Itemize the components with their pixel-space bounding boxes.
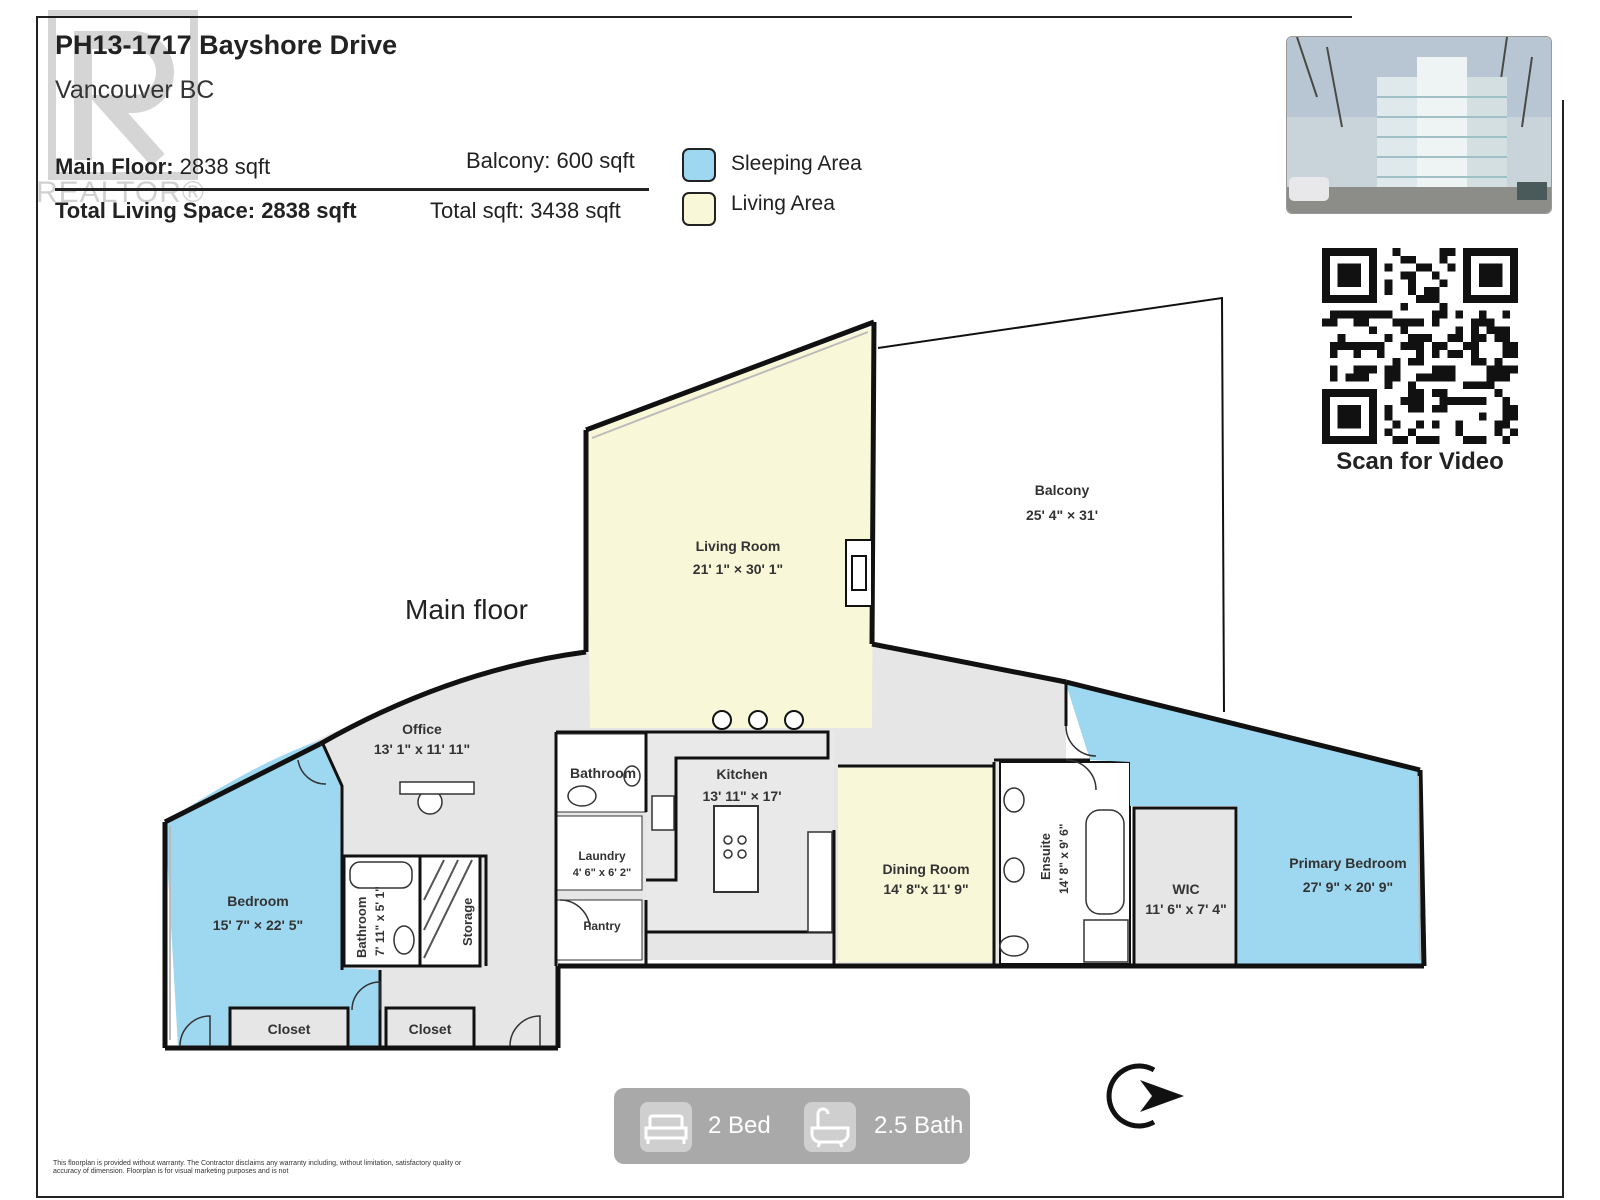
frame-top-line xyxy=(36,16,1352,18)
label-closet-right: Closet xyxy=(409,1021,452,1037)
dims-balcony: 25' 4" × 31' xyxy=(1026,507,1098,523)
main-floor-label: Main floor xyxy=(405,594,528,625)
pantry-area xyxy=(555,899,643,961)
total-living-label: Total Living Space: xyxy=(55,198,256,223)
dims-dining-room: 14' 8"x 11' 9" xyxy=(883,881,968,897)
label-kitchen: Kitchen xyxy=(716,766,767,782)
laundry-area xyxy=(555,815,643,891)
listing-title: PH13-1717 Bayshore Drive xyxy=(55,30,398,60)
label-storage: Storage xyxy=(460,898,475,946)
qr-code[interactable] xyxy=(1322,248,1518,444)
dims-ensuite: 14' 8" x 9' 6" xyxy=(1057,824,1071,894)
closet-left-area xyxy=(228,1006,350,1050)
legend-swatch-sleeping xyxy=(682,148,716,182)
total-living-value: 2838 sqft xyxy=(261,198,357,223)
label-closet-left: Closet xyxy=(268,1021,311,1037)
kitchen-sink xyxy=(651,795,675,831)
toilet-top xyxy=(567,785,597,807)
legend-label-living: Living Area xyxy=(731,192,835,215)
bedroom-area xyxy=(165,740,380,1046)
bathtub-ensuite xyxy=(1085,809,1125,915)
bed-count: 2 Bed xyxy=(708,1112,771,1139)
primary-bedroom-area xyxy=(1066,684,1424,966)
orientation-arrow-icon xyxy=(1106,1063,1184,1129)
label-wic: WIC xyxy=(1172,881,1199,897)
stats-divider xyxy=(55,188,649,191)
label-living-room: Living Room xyxy=(696,538,781,554)
side-toilet xyxy=(393,925,415,955)
ensuite-toilet xyxy=(999,935,1029,957)
ensuite-sink-1 xyxy=(1003,787,1025,813)
main-floor-value: 2838 sqft xyxy=(179,154,271,179)
dims-bathroom-side: 7' 11" x 5' 1" xyxy=(373,886,387,956)
disclaimer-text: This floorplan is provided without warra… xyxy=(53,1160,462,1175)
main-floor-stat: Main Floor: 2838 sqft xyxy=(55,154,270,180)
dims-wic: 11' 6" x 7' 4" xyxy=(1145,901,1226,917)
dining-room-area xyxy=(838,766,994,962)
shower-ensuite xyxy=(1083,919,1129,963)
fireplace xyxy=(845,539,873,607)
label-primary-bedroom: Primary Bedroom xyxy=(1289,855,1406,871)
label-balcony: Balcony xyxy=(1035,482,1090,498)
realtor-logo-watermark xyxy=(48,10,198,180)
kitchen-counter-right xyxy=(807,831,833,933)
dims-laundry: 4' 6" x 6' 2" xyxy=(573,867,631,879)
frame-right-line xyxy=(1562,100,1564,1198)
legend-swatch-living xyxy=(682,192,716,226)
label-bathroom-top: Bathroom xyxy=(570,765,636,781)
label-laundry: Laundry xyxy=(578,849,626,863)
bath-icon xyxy=(804,1102,856,1152)
stool-1 xyxy=(712,710,732,730)
label-pantry: Pantry xyxy=(583,919,621,933)
realtor-watermark-text: REALTOR® xyxy=(36,176,206,209)
stool-3 xyxy=(784,710,804,730)
frame-left-line xyxy=(36,16,38,1198)
main-floor-label: Main Floor: xyxy=(55,154,174,179)
dims-kitchen: 13' 11" × 17' xyxy=(702,788,781,804)
total-sqft-stat: Total sqft: 3438 sqft xyxy=(430,198,621,223)
stool-2 xyxy=(748,710,768,730)
bath-count: 2.5 Bath xyxy=(874,1112,964,1139)
ensuite-sink-2 xyxy=(1003,857,1025,883)
frame-bottom-line xyxy=(36,1196,1564,1198)
label-bathroom-side: Bathroom xyxy=(354,897,369,958)
label-dining-room: Dining Room xyxy=(882,861,969,877)
bed-bath-badge: 2 Bed 2.5 Bath xyxy=(614,1088,970,1164)
bed-icon xyxy=(640,1102,692,1152)
label-ensuite: Ensuite xyxy=(1038,833,1053,880)
kitchen-island xyxy=(713,805,759,893)
dims-bedroom: 15' 7" × 22' 5" xyxy=(213,917,303,933)
building-photo xyxy=(1286,36,1552,214)
sink-top xyxy=(623,765,641,787)
storage-hatch xyxy=(423,859,473,959)
balcony-stat: Balcony: 600 sqft xyxy=(466,148,635,173)
dims-office: 13' 1" x 11' 11" xyxy=(374,741,470,757)
dims-living-room: 21' 1" × 30' 1" xyxy=(693,561,783,577)
bathtub-side xyxy=(349,861,413,889)
listing-city: Vancouver BC xyxy=(55,76,215,104)
label-bedroom: Bedroom xyxy=(227,893,288,909)
balcony-area xyxy=(877,296,1225,713)
office-desk-area xyxy=(342,742,552,852)
dims-primary-bedroom: 27' 9" × 20' 9" xyxy=(1303,879,1393,895)
office-desk xyxy=(399,781,475,795)
label-office: Office xyxy=(402,721,442,737)
total-living-stat: Total Living Space: 2838 sqft xyxy=(55,198,357,224)
living-room-area xyxy=(586,326,874,728)
legend-label-sleeping: Sleeping Area xyxy=(731,152,862,175)
qr-scan-label: Scan for Video xyxy=(1336,448,1504,475)
